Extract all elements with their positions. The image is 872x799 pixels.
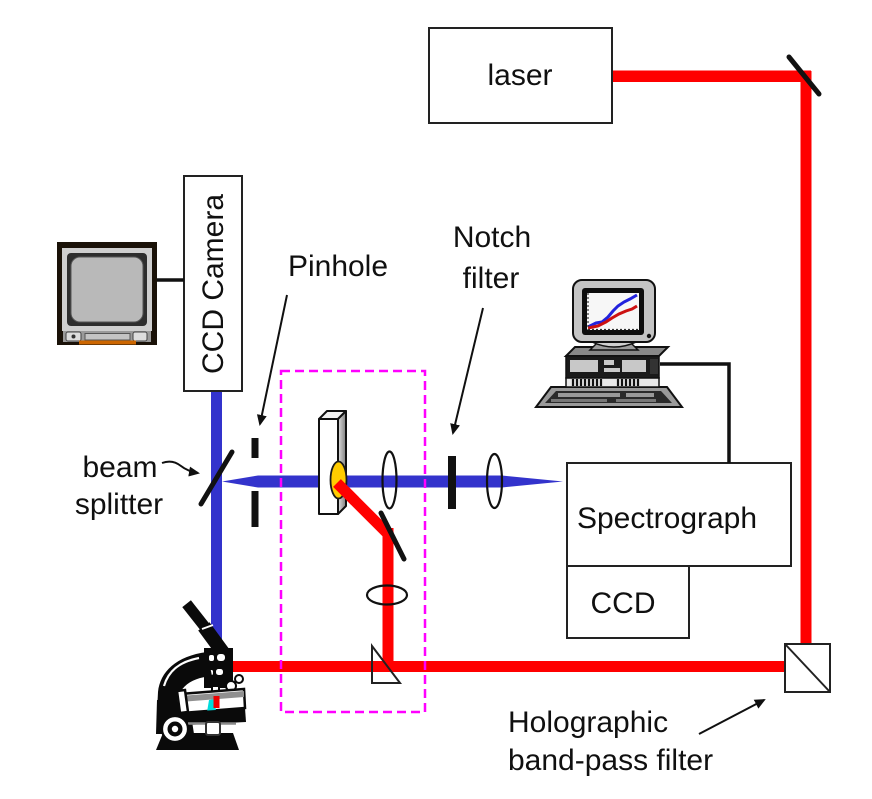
- svg-text:beam: beam: [82, 451, 157, 484]
- svg-text:laser: laser: [487, 59, 552, 92]
- svg-text:splitter: splitter: [75, 488, 163, 521]
- svg-text:Spectrograph: Spectrograph: [577, 502, 757, 535]
- svg-text:Notch: Notch: [453, 221, 531, 254]
- svg-text:band-pass filter: band-pass filter: [508, 744, 713, 777]
- svg-text:Pinhole: Pinhole: [288, 250, 388, 283]
- svg-text:Holographic: Holographic: [508, 706, 668, 739]
- svg-text:filter: filter: [463, 262, 520, 295]
- svg-text:CCD: CCD: [591, 587, 656, 620]
- svg-text:CCD Camera: CCD Camera: [197, 194, 230, 374]
